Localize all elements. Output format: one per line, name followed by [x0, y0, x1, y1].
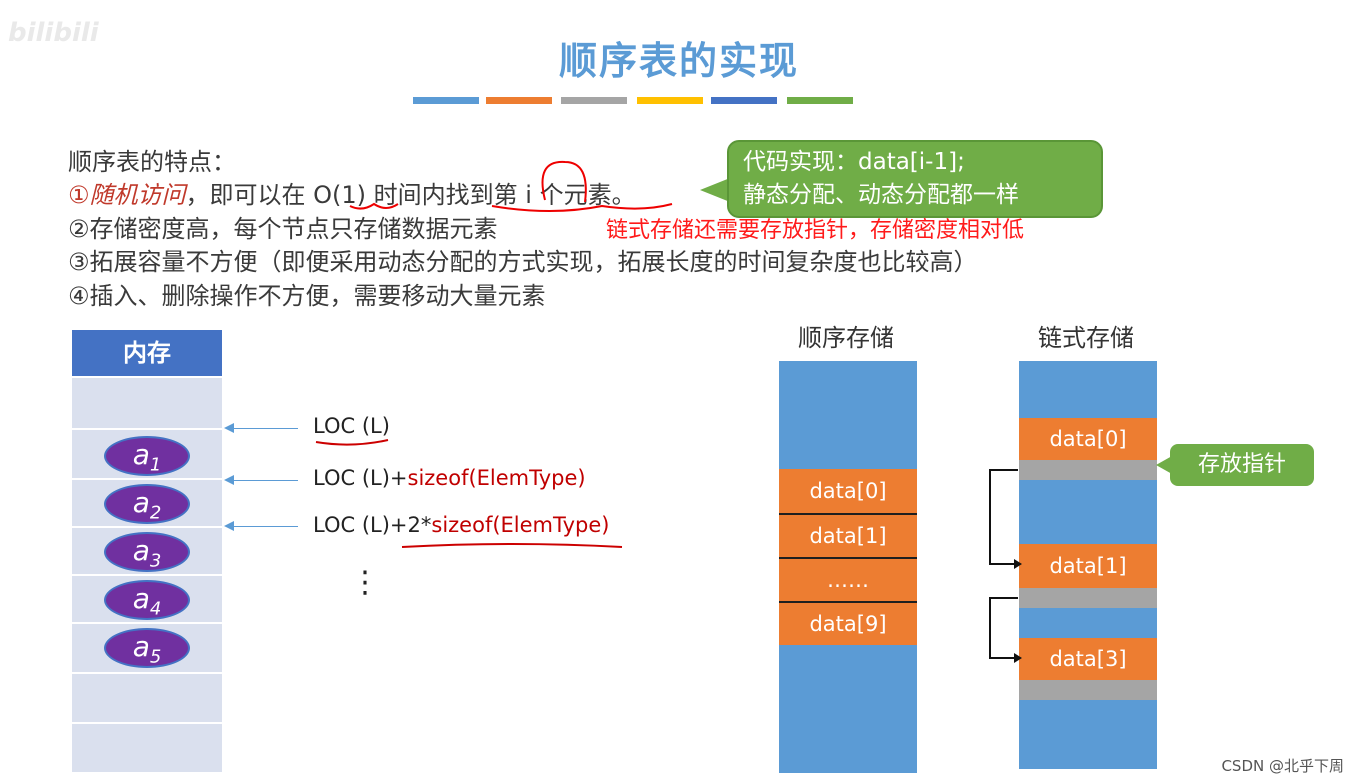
arrow-head-icon — [224, 423, 234, 433]
pointer-callout: 存放指针 — [1170, 444, 1314, 486]
bilibili-watermark: bilibili — [8, 18, 99, 48]
address-loc-0: LOC (L) — [313, 414, 390, 438]
seq-block-9: data[9] — [779, 603, 917, 645]
element-a2: a2 — [104, 484, 190, 524]
feature-item-3: ③拓展容量不方便（即便采用动态分配的方式实现，拓展长度的时间复杂度也比较高） — [68, 248, 978, 276]
seq-block-1: data[1] — [779, 515, 917, 557]
element-a5: a5 — [104, 628, 190, 668]
color-bar-4 — [637, 97, 703, 104]
feature-1-prefix: ① — [68, 181, 90, 209]
callout-line-1: 代码实现：data[i-1]; — [743, 149, 965, 175]
memory-cell — [72, 672, 222, 722]
feature-1-rest: ，即可以在 O(1) 时间内找到第 i 个元素。 — [185, 181, 636, 209]
feature-item-1: ①随机访问，即可以在 O(1) 时间内找到第 i 个元素。 — [68, 175, 636, 210]
color-bar-1 — [413, 97, 479, 104]
linked-block-3: data[3] — [1019, 638, 1157, 680]
seq-block-0: data[0] — [779, 469, 917, 513]
feature-1-keyword: 随机访问 — [89, 181, 186, 209]
color-bar-3 — [561, 97, 627, 104]
vertical-ellipsis: ⋮ — [350, 565, 380, 600]
divider — [779, 557, 917, 559]
divider — [779, 513, 917, 515]
arrow-head-icon — [224, 521, 234, 531]
seq-block-ellipsis: …… — [779, 559, 917, 601]
element-a1: a1 — [104, 436, 190, 476]
callout-line-2: 静态分配、动态分配都一样 — [743, 182, 1019, 208]
address-loc-2: LOC (L)+2*sizeof(ElemType) — [313, 513, 610, 537]
feature-item-2: ②存储密度高，每个节点只存储数据元素 — [68, 215, 498, 243]
linked-block-0: data[0] — [1019, 418, 1157, 460]
linked-pointer-0 — [1019, 460, 1157, 480]
memory-cell — [72, 376, 222, 428]
arrow-head-icon — [224, 475, 234, 485]
pointer-arrows — [989, 469, 1022, 663]
color-bar-5 — [711, 97, 777, 104]
callout-tail — [700, 178, 730, 202]
memory-cell — [72, 722, 222, 772]
pointer-callout-tail — [1156, 456, 1172, 474]
linked-block-1: data[1] — [1019, 544, 1157, 588]
address-arrow — [232, 480, 298, 481]
color-bar-2 — [486, 97, 552, 104]
address-arrow — [232, 526, 298, 527]
credit-text: CSDN @北乎下周 — [1221, 757, 1344, 775]
divider — [779, 601, 917, 603]
code-callout: 代码实现：data[i-1]; 静态分配、动态分配都一样 — [727, 140, 1103, 218]
element-a3: a3 — [104, 532, 190, 572]
linked-pointer-1 — [1019, 588, 1157, 608]
red-note: 链式存储还需要存放指针，存储密度相对低 — [606, 218, 1025, 243]
color-bar-6 — [787, 97, 853, 104]
sequential-heading: 顺序存储 — [798, 324, 894, 352]
linked-heading: 链式存储 — [1038, 324, 1134, 352]
address-loc-1: LOC (L)+sizeof(ElemType) — [313, 466, 586, 490]
memory-header: 内存 — [72, 330, 222, 376]
features-heading: 顺序表的特点： — [68, 148, 236, 176]
element-a4: a4 — [104, 580, 190, 620]
linked-pointer-3 — [1019, 680, 1157, 700]
feature-item-4: ④插入、删除操作不方便，需要移动大量元素 — [68, 282, 546, 310]
address-arrow — [232, 428, 298, 429]
page-title: 顺序表的实现 — [558, 39, 799, 83]
